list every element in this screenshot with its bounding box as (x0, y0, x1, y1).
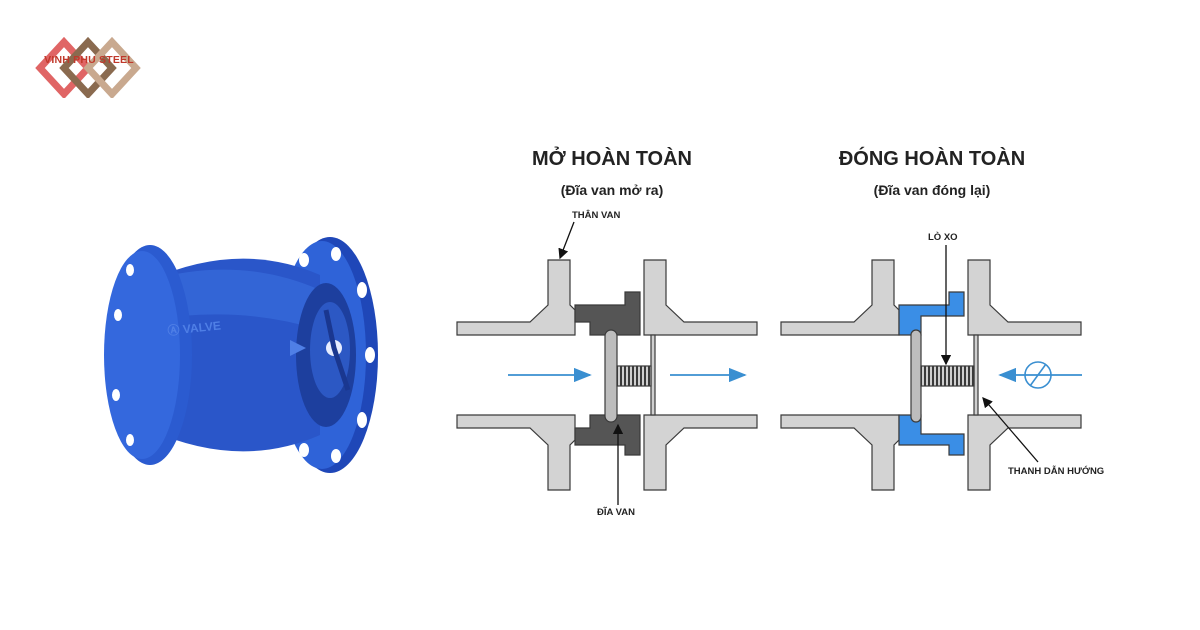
closed-left-flange-bottom (780, 414, 900, 491)
label-disc: ĐĨA VAN (597, 507, 635, 518)
open-disc (604, 329, 618, 423)
pointer-guide (982, 397, 1039, 463)
closed-disc (910, 329, 922, 423)
right-flange-bottom (643, 414, 758, 491)
closed-subtitle: (Đĩa van đóng lại) (873, 182, 991, 198)
closed-seat-bottom (898, 414, 965, 456)
logo-chevron-tan (83, 36, 141, 98)
label-body: THÂN VAN (572, 210, 621, 221)
open-seat-bottom (574, 414, 641, 456)
open-seat-top (574, 291, 641, 336)
left-flange-bottom (456, 414, 576, 491)
vinh-phu-steel-logo (35, 36, 141, 98)
open-spring (616, 365, 652, 387)
check-valve-product-image: Ⓐ VALVE (104, 237, 378, 473)
open-title: MỞ HOÀN TOÀN (531, 148, 693, 170)
left-flange-top (456, 259, 576, 336)
label-spring: LÒ XO (928, 232, 958, 243)
closed-valve-section (780, 259, 1082, 491)
open-subtitle: (Đĩa van mở ra) (560, 182, 664, 198)
svg-text:Ⓐ VALVE: Ⓐ VALVE (167, 317, 222, 338)
closed-spring (920, 365, 975, 387)
brand-name: VINH PHU STEEL (44, 54, 134, 66)
blocked-slash (1029, 363, 1047, 387)
closed-left-flange-top (780, 259, 900, 336)
blocked-circle (1024, 361, 1052, 389)
open-valve-section (456, 259, 758, 491)
logo-chevron-brown (59, 36, 117, 98)
right-flange-top (643, 259, 758, 336)
label-guide: THANH DẪN HƯỚNG (1008, 466, 1105, 477)
closed-right-flange-top (967, 259, 1082, 336)
closed-title: ĐÓNG HOÀN TOÀN (838, 148, 1026, 170)
closed-seat-top (898, 291, 965, 336)
closed-right-flange-bottom (967, 414, 1082, 491)
pointer-body (558, 221, 575, 260)
